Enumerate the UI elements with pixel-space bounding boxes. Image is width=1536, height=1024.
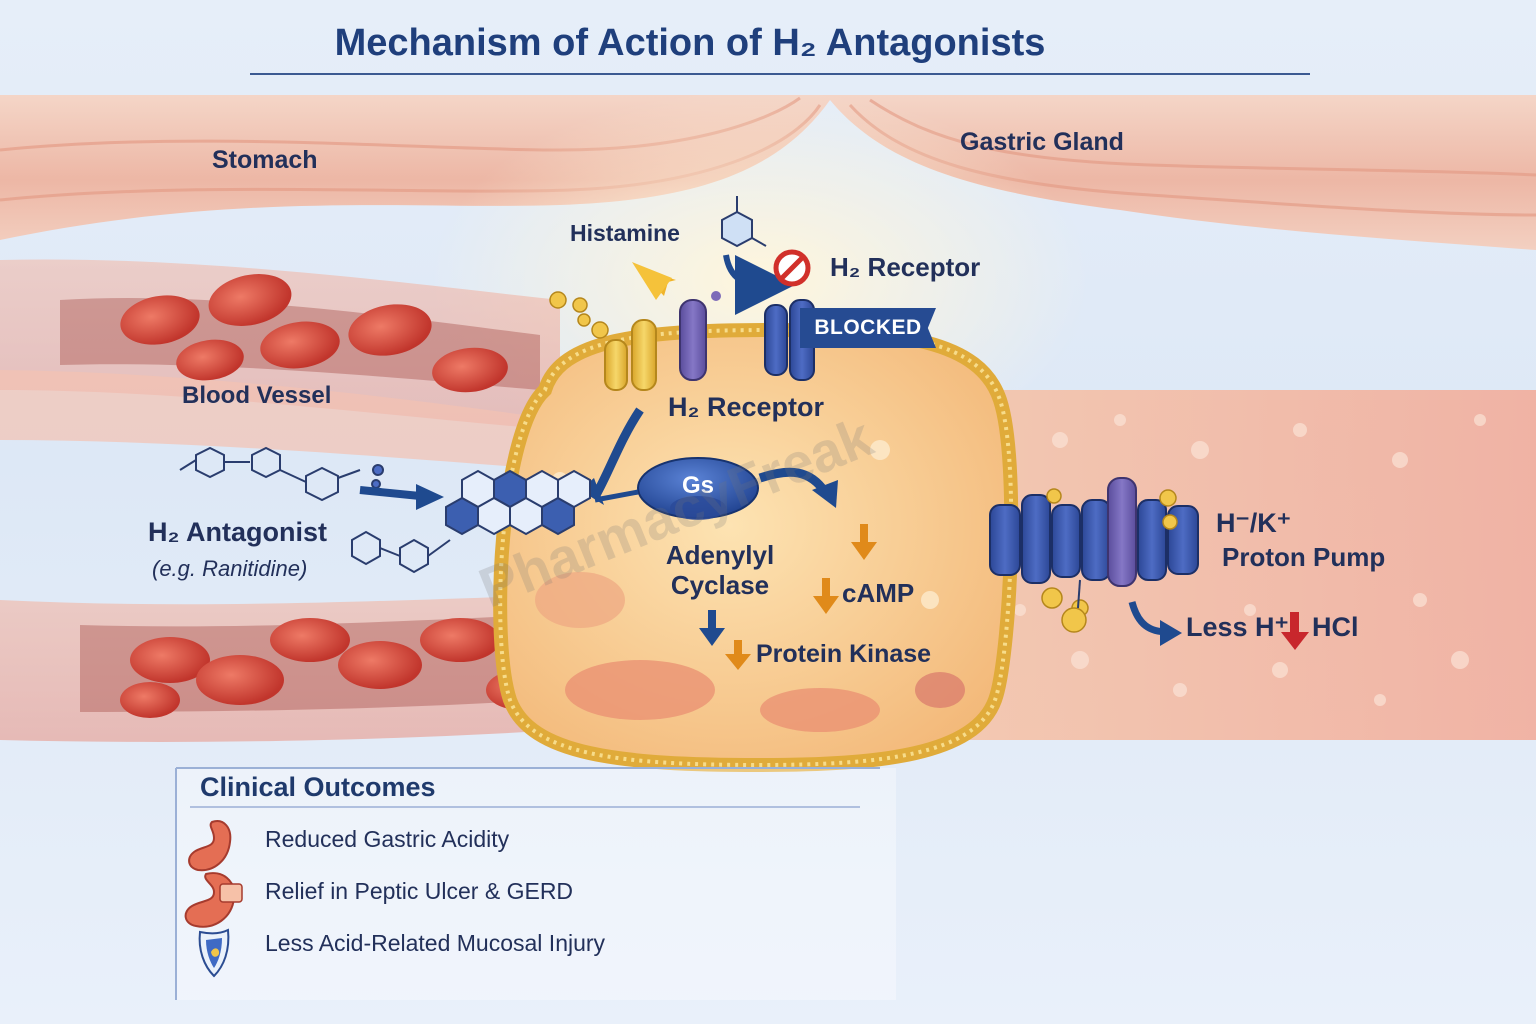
red-blood-cells-upper — [120, 274, 508, 393]
h2-antagonist-label: H₂ Antagonist — [148, 517, 327, 547]
h2-receptor-purple — [679, 299, 707, 381]
down-arrow-orange-1 — [851, 524, 877, 560]
membrane-transporter — [549, 291, 657, 391]
camp-label: cAMP — [842, 578, 915, 608]
title-divider — [250, 73, 1310, 75]
stomach-tissue — [0, 95, 1536, 250]
proton-pump-label-line1: H⁻/K⁺ — [1216, 508, 1292, 538]
adenylyl-cyclase-label: Adenylyl Cyclase — [665, 540, 775, 600]
hcl-label: HCl — [1312, 612, 1359, 642]
cell-organelles — [535, 440, 965, 732]
proton-pump — [989, 477, 1199, 633]
h2-receptor-cell-label: H₂ Receptor — [668, 392, 825, 422]
clinical-outcomes-title: Clinical Outcomes — [200, 772, 436, 802]
outcome-item: Less Acid-Related Mucosal Injury — [265, 930, 606, 956]
histamine-molecule — [721, 196, 767, 248]
blood-vessel-label: Blood Vessel — [182, 382, 332, 409]
proton-pump-label-line2: Proton Pump — [1222, 542, 1386, 572]
outcome-item: Relief in Peptic Ulcer & GERD — [265, 878, 574, 904]
shield-icon — [198, 928, 230, 978]
gastric-gland-label: Gastric Gland — [960, 128, 1124, 156]
right-tissue-texture — [1014, 414, 1486, 706]
right-tissue — [940, 390, 1536, 740]
page-title: Mechanism of Action of H₂ Antagonists — [334, 22, 1046, 64]
down-arrow-red — [1281, 612, 1309, 650]
antagonist-molecule — [179, 446, 451, 574]
down-arrow-orange-pk — [725, 640, 751, 670]
gs-to-camp-arrow — [758, 467, 829, 495]
h2-antagonist-example: (e.g. Ranitidine) — [152, 556, 308, 581]
stomach-label: Stomach — [212, 146, 318, 174]
gs-label: Gs — [681, 472, 714, 499]
antagonist-bound-cluster — [445, 469, 591, 536]
receptor-to-gs-arrow — [592, 407, 644, 498]
stomach-icon — [188, 820, 232, 872]
less-h-label: Less H⁺ — [1186, 612, 1289, 642]
antagonist-arrow — [359, 486, 421, 500]
histamine-label: Histamine — [570, 220, 680, 246]
down-arrow-blue — [699, 610, 725, 646]
down-arrow-orange-camp — [813, 578, 839, 614]
outcome-item: Reduced Gastric Acidity — [265, 826, 510, 852]
protein-kinase-label: Protein Kinase — [756, 640, 932, 668]
blocked-tag: BLOCKED — [800, 308, 936, 348]
stomach-ulcer-icon — [184, 872, 243, 928]
red-blood-cells-lower — [120, 618, 554, 718]
histamine-arrow — [723, 254, 795, 315]
prohibition-icon — [773, 249, 811, 287]
h2-receptor-top-label: H₂ Receptor — [830, 252, 981, 282]
